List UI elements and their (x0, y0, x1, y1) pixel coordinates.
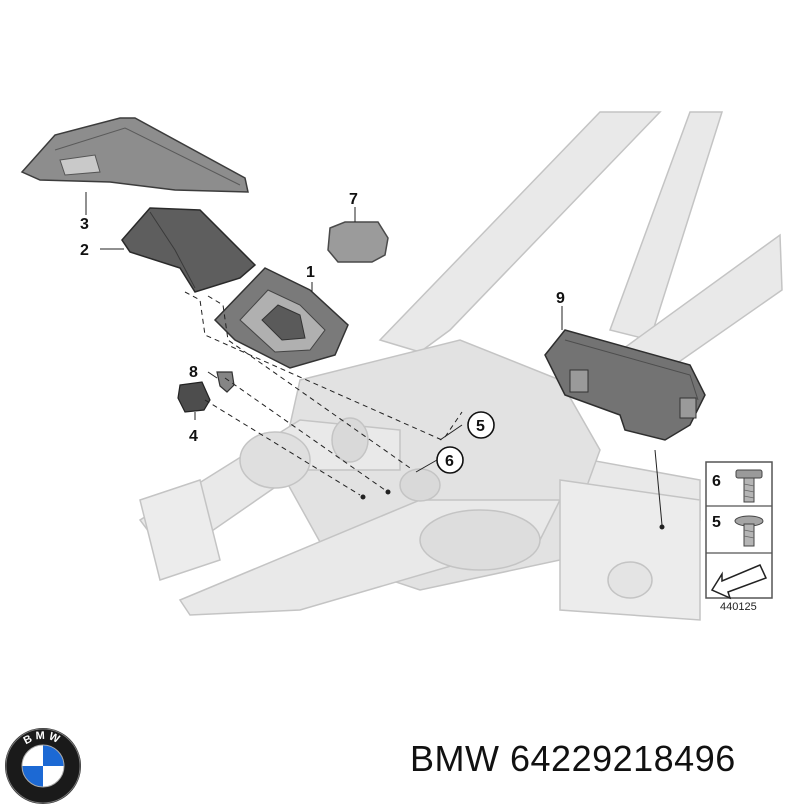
part-1-grommet (213, 267, 349, 369)
part-8-clip (216, 371, 235, 393)
brand-name: BMW (410, 738, 500, 779)
callout-4: 4 (189, 428, 198, 445)
part-3-cover (20, 117, 249, 193)
callout-6: 6 (445, 453, 454, 470)
part-9-duct (544, 329, 706, 441)
part-4-buffer (177, 381, 211, 413)
reference-code: 440125 (720, 601, 757, 613)
callout-6-circle: 6 (436, 446, 464, 474)
callout-5-circle: 5 (467, 411, 495, 439)
svg-text:BMW: BMW (22, 730, 64, 747)
callout-2: 2 (80, 242, 89, 259)
part-2-trim (121, 207, 257, 293)
product-caption: BMW 64229218496 (410, 738, 736, 780)
legend-number-5: 5 (712, 514, 721, 531)
callout-5: 5 (476, 418, 485, 435)
callout-1: 1 (306, 264, 315, 281)
body-structure (138, 111, 783, 621)
part-number: 64229218496 (510, 738, 736, 779)
leader-lines (85, 192, 665, 530)
bmw-logo: BMW (5, 728, 81, 804)
callout-8: 8 (189, 364, 198, 381)
bolt-icon (735, 469, 763, 503)
callout-7: 7 (349, 191, 358, 208)
part-7-cap (327, 221, 389, 263)
screw-icon (734, 515, 764, 547)
callout-3: 3 (80, 216, 89, 233)
callout-9: 9 (556, 290, 565, 307)
logo-lettering: BMW (22, 730, 61, 747)
legend-number-6: 6 (712, 473, 721, 490)
arrow-icon (710, 564, 768, 600)
fastener-legend: 6 5 440125 (705, 461, 773, 613)
